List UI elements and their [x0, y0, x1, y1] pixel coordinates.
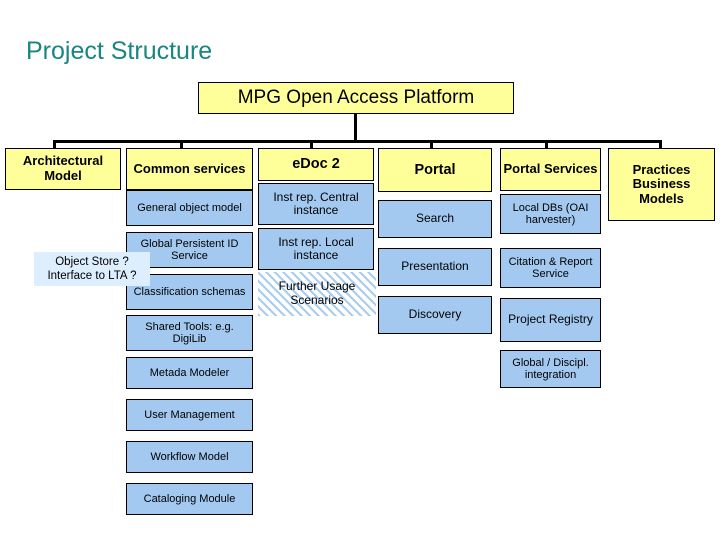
column-header-practices-business-models: Practices Business Models: [608, 148, 715, 221]
node-label: Discovery: [408, 307, 462, 322]
node-presentation: Presentation: [378, 248, 492, 286]
node-label: User Management: [144, 408, 235, 421]
node-label: General object model: [137, 201, 242, 214]
node-label: Metada Modeler: [149, 366, 230, 379]
node-label: Workflow Model: [150, 450, 229, 463]
note-line-1: Object Store ?: [55, 255, 129, 268]
node-label: Global Persistent ID Service: [140, 237, 239, 262]
node-cataloging-module: Cataloging Module: [126, 483, 253, 515]
node-general-object-model: General object model: [126, 190, 253, 226]
node-label: Presentation: [401, 259, 469, 274]
node-further-usage-scenarios: Further Usage Scenarios: [258, 272, 376, 316]
node-label: Inst rep. Local instance: [278, 234, 354, 262]
node-label: Shared Tools: e.g. DigiLib: [145, 320, 234, 345]
node-label: Local DBs (OAI harvester): [512, 201, 589, 226]
connector-horizontal-bar: [53, 140, 662, 143]
column-header-common-services: Common services: [126, 148, 253, 190]
node-inst-rep-central-instance: Inst rep. Central instance: [258, 183, 374, 225]
column-header-label: Architectural Model: [22, 153, 104, 183]
root-node-label: MPG Open Access Platform: [237, 87, 475, 109]
node-label: Global / Discipl. integration: [512, 356, 589, 381]
node-user-management: User Management: [126, 399, 253, 431]
connector-drop-practices-business-models: [659, 140, 662, 149]
node-inst-rep-local-instance: Inst rep. Local instance: [258, 228, 374, 270]
connector-drop-common-services: [180, 140, 183, 149]
column-header-label: Portal: [414, 161, 456, 178]
connector-root-stem: [354, 114, 357, 142]
node-local-dbs-oai-harvester: Local DBs (OAI harvester): [500, 194, 601, 234]
node-label: Cataloging Module: [143, 492, 236, 505]
column-header-portal: Portal: [378, 148, 492, 192]
node-shared-tools-digilib: Shared Tools: e.g. DigiLib: [126, 315, 253, 351]
node-global-persistent-id-service: Global Persistent ID Service: [126, 232, 253, 268]
column-header-architectural-model: Architectural Model: [5, 148, 121, 190]
node-search: Search: [378, 200, 492, 238]
connector-drop-architectural-model: [53, 140, 56, 149]
node-workflow-model: Workflow Model: [126, 441, 253, 473]
column-header-label: Common services: [133, 160, 246, 176]
node-label: Further Usage Scenarios: [278, 279, 356, 307]
node-project-registry: Project Registry: [500, 298, 601, 342]
node-metada-modeler: Metada Modeler: [126, 357, 253, 389]
node-label: Classification schemas: [133, 285, 246, 298]
note-line-2: Interface to LTA ?: [47, 270, 137, 282]
connector-drop-edoc-2: [310, 140, 313, 149]
connector-drop-portal-services: [545, 140, 548, 149]
node-label: Inst rep. Central instance: [273, 189, 359, 217]
column-header-portal-services: Portal Services: [500, 148, 601, 191]
root-node-mpg-open-access-platform: MPG Open Access Platform: [198, 82, 514, 114]
node-label: Project Registry: [508, 312, 593, 327]
connector-drop-portal: [430, 140, 433, 149]
node-label: Citation & Report Service: [508, 255, 593, 280]
column-header-label: Practices Business Models: [632, 161, 691, 206]
node-discovery: Discovery: [378, 296, 492, 334]
node-label: Search: [415, 211, 455, 226]
page-title: Project Structure: [26, 37, 213, 65]
column-header-label: Portal Services: [503, 161, 598, 177]
column-header-edoc-2: eDoc 2: [258, 148, 374, 181]
node-global-discipl-integration: Global / Discipl. integration: [500, 350, 601, 388]
node-citation-report-service: Citation & Report Service: [500, 248, 601, 288]
note-object-store: Object Store ? Interface to LTA ?: [34, 252, 150, 286]
column-header-label: eDoc 2: [292, 156, 340, 173]
